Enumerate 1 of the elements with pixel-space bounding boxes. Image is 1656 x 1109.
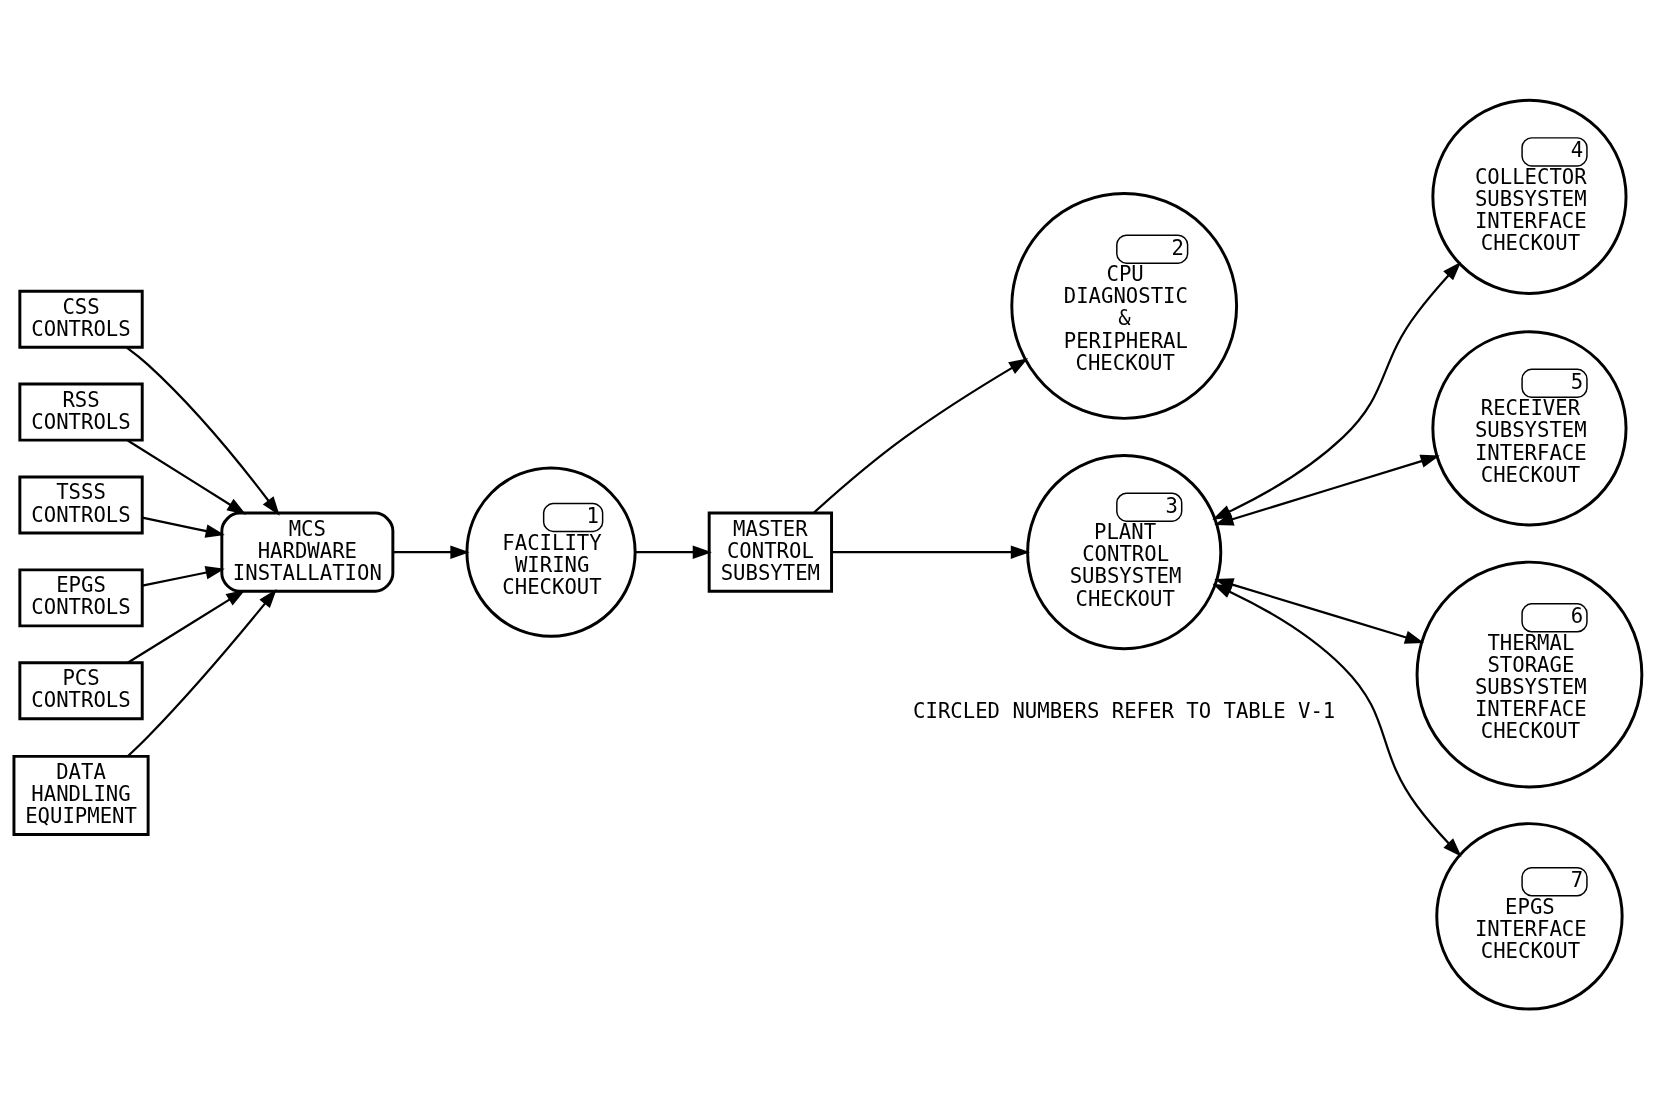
label: CIRCLED NUMBERS REFER TO TABLE V-1 [913,699,1336,724]
